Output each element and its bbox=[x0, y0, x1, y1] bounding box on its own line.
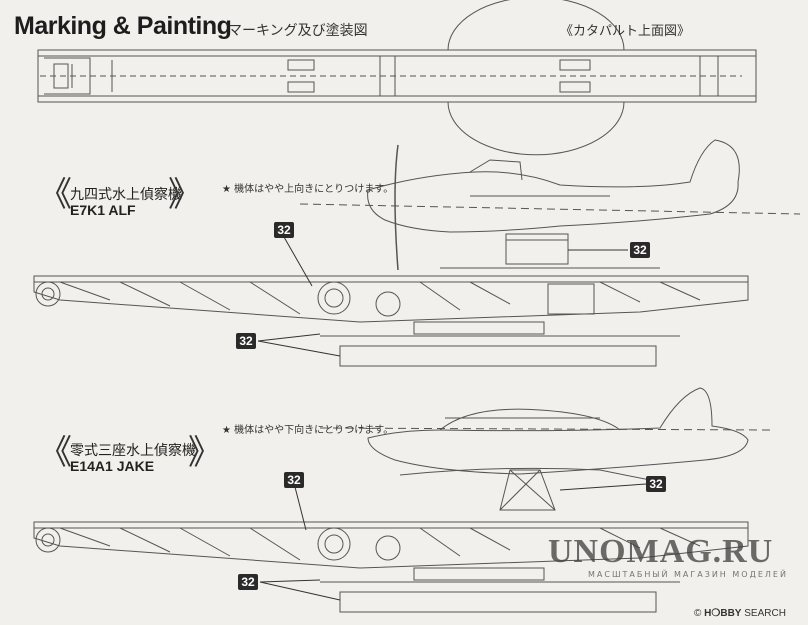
aircraft-1-note: ★ 機体はやや上向きにとりつけます。 bbox=[222, 184, 394, 195]
part-callout: 32 bbox=[646, 476, 666, 492]
part-callout: 32 bbox=[630, 242, 650, 258]
page-title: Marking & Painting bbox=[14, 12, 232, 40]
bracket-left-1: 《 bbox=[38, 175, 72, 215]
aircraft-1-name-jp: 九四式水上偵察機 bbox=[70, 187, 182, 203]
aircraft-1-name-en: E7K1 ALF bbox=[70, 202, 136, 218]
part-callout: 32 bbox=[274, 222, 294, 238]
catapult-top-view bbox=[37, 0, 757, 156]
watermark-text: UNOMAG.RU bbox=[548, 533, 774, 570]
catapult-side-2 bbox=[33, 521, 749, 613]
catapult-top-view-label: 《カタパルト上面図》 bbox=[560, 24, 691, 39]
page-title-japanese: マーキング及び塗装図 bbox=[228, 23, 368, 39]
part-callout: 32 bbox=[284, 472, 304, 488]
copyright-mark: © bbox=[694, 608, 702, 619]
bracket-right-1: 》 bbox=[168, 175, 202, 215]
aircraft-2-silhouette bbox=[319, 387, 771, 511]
watermark-subtitle: МАСШТАБНЫЙ МАГАЗИН МОДЕЛЕЙ bbox=[588, 570, 788, 579]
logo-brand: H❍BBY bbox=[704, 608, 742, 619]
bracket-left-2: 《 bbox=[38, 433, 72, 473]
leader-lines bbox=[257, 236, 647, 601]
aircraft-2-name-en: E14A1 JAKE bbox=[70, 458, 155, 474]
part-callout: 32 bbox=[236, 333, 256, 349]
aircraft-2-note: ★ 機体はやや下向きにとりつけます。 bbox=[222, 425, 394, 436]
catapult-side-1 bbox=[33, 275, 749, 367]
logo-suffix: SEARCH bbox=[744, 608, 786, 619]
part-callout: 32 bbox=[238, 574, 258, 590]
bracket-right-2: 》 bbox=[188, 433, 222, 473]
aircraft-2-name-jp: 零式三座水上偵察機 bbox=[70, 443, 196, 459]
hobby-search-logo: © H❍BBY SEARCH bbox=[694, 608, 786, 619]
aircraft-1-silhouette bbox=[299, 139, 801, 271]
